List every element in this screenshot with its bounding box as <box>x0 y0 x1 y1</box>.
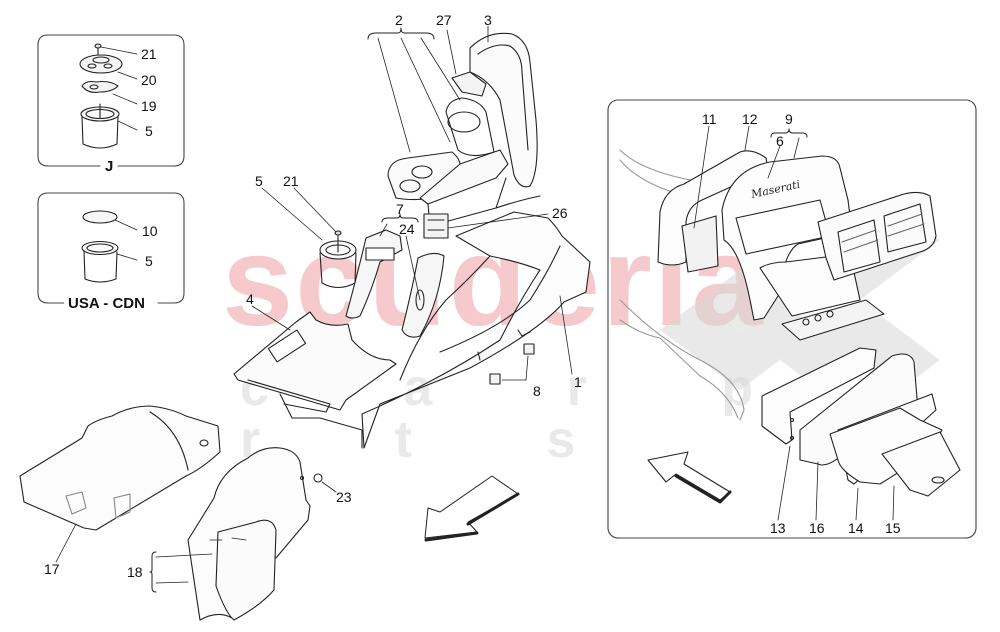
label-j-19: 19 <box>141 98 157 114</box>
inset-j-parts <box>79 43 138 149</box>
label-17: 17 <box>44 561 60 577</box>
label-j-20: 20 <box>141 72 157 88</box>
label-26: 26 <box>552 205 568 221</box>
label-9: 9 <box>785 111 793 127</box>
label-1: 1 <box>574 374 582 390</box>
label-15: 15 <box>885 520 901 536</box>
direction-arrow-main <box>424 475 520 542</box>
label-24: 24 <box>399 221 415 237</box>
armrest-lid <box>445 32 538 188</box>
label-21-main: 21 <box>283 173 299 189</box>
label-usa-10: 10 <box>142 223 158 239</box>
label-j-5: 5 <box>145 123 153 139</box>
label-11: 11 <box>702 111 717 127</box>
console-tunnel <box>233 211 591 449</box>
main-leaders <box>251 25 573 381</box>
inset-j-title: J <box>101 159 118 174</box>
label-2: 2 <box>395 12 403 28</box>
inset-j-frame <box>37 34 185 167</box>
label-6: 6 <box>776 133 784 149</box>
label-5-main: 5 <box>255 173 263 189</box>
label-18: 18 <box>127 564 143 580</box>
inset-usa-cdn-title: USA - CDN <box>64 296 149 311</box>
label-12: 12 <box>742 111 758 127</box>
trim-panel-17 <box>19 405 221 563</box>
label-7: 7 <box>396 201 404 217</box>
label-16: 16 <box>809 520 825 536</box>
label-14: 14 <box>848 520 864 536</box>
label-j-21: 21 <box>141 46 157 62</box>
label-8: 8 <box>533 383 541 399</box>
label-3: 3 <box>484 12 492 28</box>
label-13: 13 <box>770 520 786 536</box>
side-panels-18 <box>149 447 337 621</box>
label-4: 4 <box>246 291 254 307</box>
inset-usa-cdn-parts <box>81 210 138 283</box>
label-27: 27 <box>436 12 452 28</box>
inset-rear-vent-parts: Maserati <box>619 125 961 521</box>
console-box <box>387 149 541 239</box>
label-usa-5: 5 <box>145 253 153 269</box>
inset-usa-cdn-frame <box>37 192 185 304</box>
inset-rear-vent-frame <box>607 99 977 539</box>
label-23: 23 <box>336 489 352 505</box>
